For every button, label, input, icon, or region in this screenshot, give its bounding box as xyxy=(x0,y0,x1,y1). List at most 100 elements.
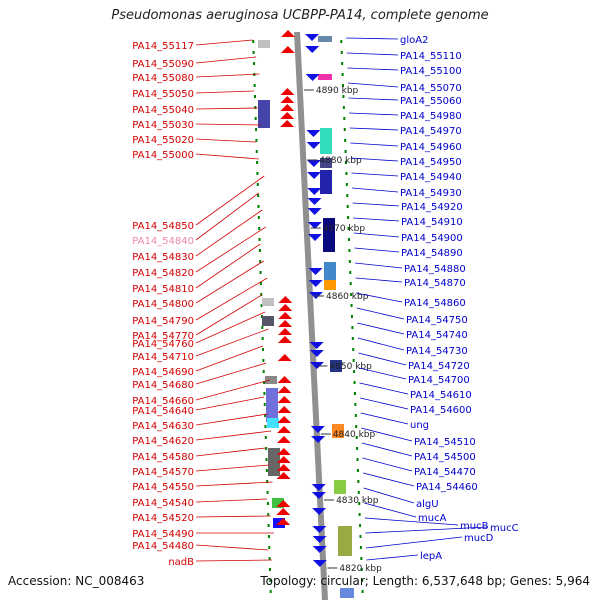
right-gene-label[interactable]: mucC xyxy=(490,523,519,534)
left-gene-arrow[interactable] xyxy=(280,96,295,103)
right-gene-arrow[interactable] xyxy=(312,508,327,515)
left-gene-label[interactable]: PA14_54660 xyxy=(132,396,194,407)
right-gene-arrow[interactable] xyxy=(308,280,323,287)
left-gene-arrow[interactable] xyxy=(276,472,291,479)
left-gene-arrow[interactable] xyxy=(277,416,292,423)
right-gene-arrow[interactable] xyxy=(307,172,322,179)
left-gene-label[interactable]: PA14_55020 xyxy=(132,135,194,146)
left-gene-label[interactable]: PA14_54680 xyxy=(132,380,194,391)
left-gene-label[interactable]: PA14_54820 xyxy=(132,268,194,279)
right-gene-label[interactable]: lepA xyxy=(420,551,442,562)
left-gene-arrow[interactable] xyxy=(277,386,292,393)
left-gene-arrow[interactable] xyxy=(281,30,296,37)
left-gene-label[interactable]: PA14_55000 xyxy=(132,150,194,161)
right-gene-label[interactable]: PA14_54460 xyxy=(416,482,478,493)
right-gene-arrow[interactable] xyxy=(306,160,321,167)
left-gene-label[interactable]: PA14_54760 xyxy=(132,339,194,350)
right-gene-arrow[interactable] xyxy=(306,142,321,149)
right-gene-block[interactable] xyxy=(320,170,332,194)
left-gene-label[interactable]: PA14_55117 xyxy=(132,41,194,52)
right-gene-label[interactable]: PA14_55070 xyxy=(400,83,462,94)
left-gene-label[interactable]: PA14_54630 xyxy=(132,421,194,432)
left-gene-label[interactable]: PA14_55050 xyxy=(132,89,194,100)
right-gene-arrow[interactable] xyxy=(311,484,326,491)
left-gene-arrow[interactable] xyxy=(277,336,292,343)
right-gene-block[interactable] xyxy=(340,588,354,598)
right-gene-label[interactable]: PA14_54930 xyxy=(400,188,462,199)
left-gene-label[interactable]: PA14_55090 xyxy=(132,59,194,70)
left-gene-block[interactable] xyxy=(265,376,277,384)
right-gene-arrow[interactable] xyxy=(307,222,322,229)
right-gene-label[interactable]: PA14_54900 xyxy=(401,233,463,244)
left-gene-label[interactable]: PA14_54690 xyxy=(132,367,194,378)
left-gene-arrow[interactable] xyxy=(278,320,293,327)
left-gene-arrow[interactable] xyxy=(280,120,295,127)
right-gene-label[interactable]: PA14_55100 xyxy=(400,66,462,77)
left-gene-label[interactable]: PA14_54810 xyxy=(132,284,194,295)
right-gene-block[interactable] xyxy=(338,526,352,556)
left-gene-arrow[interactable] xyxy=(276,436,291,443)
right-gene-arrow[interactable] xyxy=(309,342,324,349)
right-gene-arrow[interactable] xyxy=(312,536,327,543)
left-gene-label[interactable]: PA14_54850 xyxy=(132,221,194,232)
right-gene-label[interactable]: ung xyxy=(410,420,429,431)
right-gene-label[interactable]: PA14_54610 xyxy=(410,390,472,401)
right-gene-label[interactable]: PA14_54910 xyxy=(401,217,463,228)
left-gene-block[interactable] xyxy=(262,298,274,306)
right-gene-label[interactable]: PA14_54880 xyxy=(404,264,466,275)
right-gene-block[interactable] xyxy=(318,74,332,80)
left-gene-arrow[interactable] xyxy=(280,112,295,119)
right-gene-label[interactable]: PA14_54730 xyxy=(406,346,468,357)
right-gene-label[interactable]: PA14_54470 xyxy=(414,467,476,478)
right-gene-arrow[interactable] xyxy=(312,560,327,567)
left-gene-label[interactable]: PA14_54770 xyxy=(132,331,194,342)
right-gene-label[interactable]: PA14_54980 xyxy=(400,111,462,122)
right-gene-block[interactable] xyxy=(332,424,344,438)
right-gene-label[interactable]: PA14_54750 xyxy=(406,315,468,326)
right-gene-arrow[interactable] xyxy=(307,198,322,205)
right-gene-label[interactable]: PA14_54950 xyxy=(400,157,462,168)
left-gene-block[interactable] xyxy=(266,388,278,422)
left-gene-arrow[interactable] xyxy=(278,328,293,335)
left-gene-label[interactable]: PA14_54800 xyxy=(132,299,194,310)
left-gene-label[interactable]: PA14_55040 xyxy=(132,105,194,116)
left-gene-label[interactable]: nadB xyxy=(168,557,194,568)
left-gene-arrow[interactable] xyxy=(277,406,292,413)
left-gene-arrow[interactable] xyxy=(278,312,293,319)
left-gene-block[interactable] xyxy=(258,40,270,48)
left-gene-arrow[interactable] xyxy=(276,456,291,463)
right-gene-label[interactable]: PA14_54500 xyxy=(414,452,476,463)
right-gene-label[interactable]: PA14_54970 xyxy=(400,126,462,137)
left-gene-arrow[interactable] xyxy=(276,500,291,507)
right-gene-block[interactable] xyxy=(324,280,336,290)
left-gene-label[interactable]: PA14_54620 xyxy=(132,436,194,447)
right-gene-label[interactable]: PA14_54600 xyxy=(410,405,472,416)
left-gene-label[interactable]: PA14_54580 xyxy=(132,452,194,463)
left-gene-block[interactable] xyxy=(267,418,279,428)
right-gene-arrow[interactable] xyxy=(310,426,325,433)
right-gene-arrow[interactable] xyxy=(311,436,326,443)
left-gene-label[interactable]: PA14_54790 xyxy=(132,316,194,327)
left-gene-label[interactable]: PA14_55030 xyxy=(132,120,194,131)
right-gene-label[interactable]: PA14_54960 xyxy=(400,142,462,153)
right-gene-label[interactable]: PA14_55110 xyxy=(400,51,462,62)
left-gene-arrow[interactable] xyxy=(277,426,292,433)
right-gene-label[interactable]: PA14_54940 xyxy=(400,172,462,183)
right-gene-label[interactable]: PA14_54700 xyxy=(408,375,470,386)
left-gene-label[interactable]: PA14_54840 xyxy=(132,236,194,247)
left-gene-arrow[interactable] xyxy=(277,354,292,361)
right-gene-label[interactable]: PA14_55060 xyxy=(400,96,462,107)
right-gene-label[interactable]: PA14_54860 xyxy=(404,298,466,309)
left-gene-label[interactable]: PA14_54490 xyxy=(132,529,194,540)
left-gene-block[interactable] xyxy=(272,498,284,508)
right-gene-label[interactable]: PA14_54720 xyxy=(408,361,470,372)
left-gene-arrow[interactable] xyxy=(280,104,295,111)
left-gene-arrow[interactable] xyxy=(278,296,293,303)
right-gene-arrow[interactable] xyxy=(308,234,323,241)
left-gene-arrow[interactable] xyxy=(278,304,293,311)
left-gene-label[interactable]: PA14_54480 xyxy=(132,541,194,552)
right-gene-arrow[interactable] xyxy=(311,492,326,499)
right-gene-label[interactable]: PA14_54920 xyxy=(401,202,463,213)
right-gene-label[interactable]: PA14_54510 xyxy=(414,437,476,448)
left-gene-label[interactable]: PA14_54710 xyxy=(132,352,194,363)
